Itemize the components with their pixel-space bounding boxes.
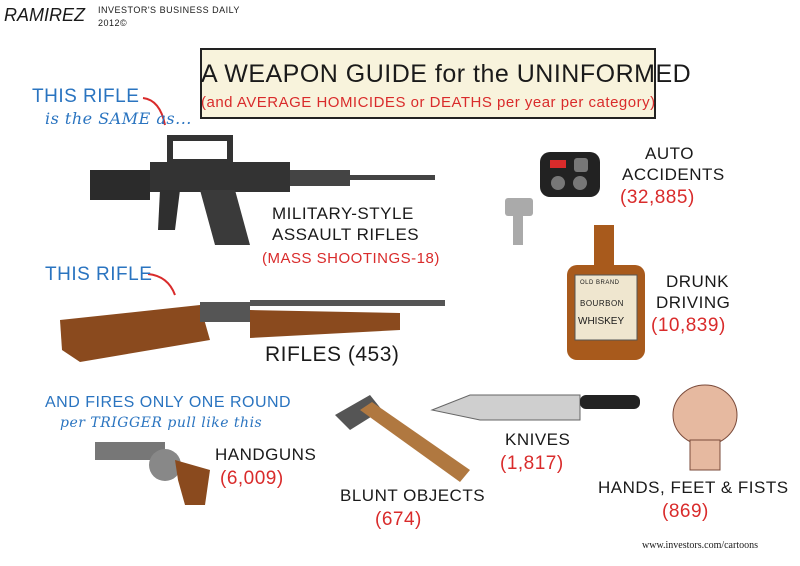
- assault-rifle-illustration: [90, 135, 435, 245]
- page-title: A WEAPON GUIDE for the UNINFORMED: [201, 60, 692, 88]
- assault-intro-caption-2: is the SAME as...: [45, 109, 192, 128]
- arrow-icon: [142, 97, 166, 126]
- assault-value: (MASS SHOOTINGS-18): [262, 250, 440, 267]
- blunt-label: BLUNT OBJECTS: [340, 486, 486, 505]
- handgun-intro-caption: AND FIRES ONLY ONE ROUND: [45, 394, 292, 411]
- drunk-label-2: DRIVING: [656, 293, 731, 312]
- fist-illustration: [672, 384, 738, 471]
- handguns-value: (6,009): [220, 468, 284, 489]
- knives-label: KNIVES: [505, 430, 571, 449]
- bottle-brand: OLD BRAND: [580, 280, 620, 286]
- assault-label: MILITARY-STYLE: [272, 204, 414, 223]
- hands-value: (869): [662, 501, 709, 522]
- handguns-label: HANDGUNS: [215, 445, 317, 464]
- knives-value: (1,817): [500, 453, 564, 474]
- drunk-label: DRUNK: [666, 272, 729, 291]
- rifle-illustration: [60, 300, 445, 362]
- hands-label: HANDS, FEET & FISTS: [598, 478, 789, 497]
- auto-value: (32,885): [620, 187, 695, 208]
- drunk-value: (10,839): [651, 315, 726, 336]
- hammer-illustration: [335, 395, 470, 482]
- assault-label-2: ASSAULT RIFLES: [272, 225, 420, 244]
- rifle-intro-caption: THIS RIFLE: [45, 264, 153, 285]
- copyright-year: 2012©: [98, 18, 128, 28]
- bottle-line-1: BOURBON: [580, 299, 624, 308]
- arrow-icon: [147, 273, 176, 296]
- auto-label: AUTO: [645, 144, 694, 163]
- page-subtitle: (and AVERAGE HOMICIDES or DEATHS per yea…: [201, 94, 656, 111]
- blunt-value: (674): [375, 509, 422, 530]
- whiskey-bottle-illustration: [567, 225, 645, 360]
- footer-url: www.investors.com/cartoons: [642, 540, 758, 551]
- car-keys-illustration: [505, 152, 600, 245]
- title-box: [200, 48, 656, 119]
- assault-intro-caption: THIS RIFLE: [32, 86, 140, 107]
- auto-label-2: ACCIDENTS: [622, 165, 725, 184]
- publisher-credit: INVESTOR'S BUSINESS DAILY: [98, 5, 240, 15]
- revolver-illustration: [95, 442, 210, 505]
- knife-illustration: [430, 394, 640, 421]
- rifles-label: RIFLES (453): [265, 343, 400, 366]
- artist-signature: RAMIREZ: [4, 5, 85, 25]
- bottle-line-2: WHISKEY: [578, 316, 625, 327]
- handgun-intro-caption-2: per TRIGGER pull like this: [60, 415, 263, 431]
